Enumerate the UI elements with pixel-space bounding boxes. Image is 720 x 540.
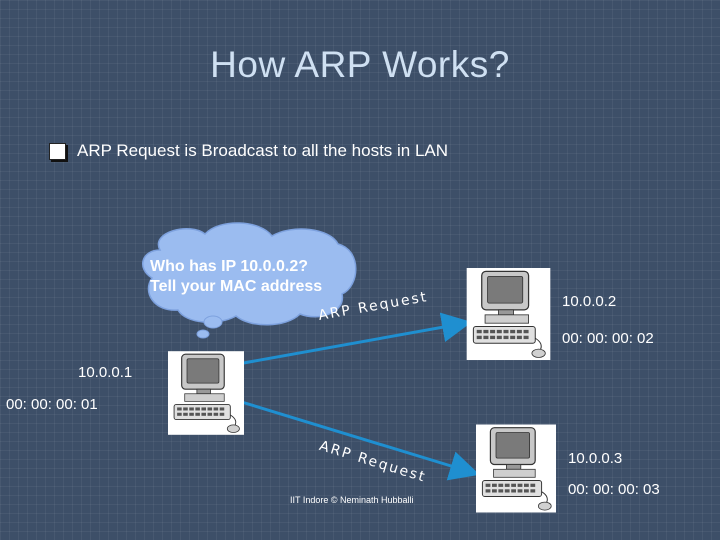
cloud-line-1: Who has IP 10.0.0.2? (150, 258, 308, 275)
arp-request-arrow-2 (234, 398, 480, 481)
cloud-line-2: Tell your MAC address (150, 278, 323, 295)
host-1-mac: 00: 00: 00: 01 (6, 396, 98, 413)
computer-host-3-icon (476, 424, 556, 513)
bullet-item: ARP Request is Broadcast to all the host… (49, 141, 448, 161)
host-2-ip: 10.0.0.2 (562, 293, 617, 310)
thought-cloud (142, 222, 357, 339)
bullet-text: ARP Request is Broadcast to all the host… (77, 141, 449, 160)
arp-request-arrow-1 (237, 312, 472, 366)
cloud-text: Who has IP 10.0.0.2? Tell your MAC addre… (150, 257, 322, 297)
host-1-ip: 10.0.0.1 (78, 364, 133, 381)
host-3-ip: 10.0.0.3 (568, 450, 623, 467)
checkbox-bullet-icon (49, 142, 66, 160)
computer-host-2-icon (466, 268, 551, 360)
computer-host-1-icon (168, 350, 244, 436)
slide-title: How ARP Works? (210, 44, 510, 85)
host-2-mac: 00: 00: 00: 02 (562, 330, 654, 347)
footer-credit: IIT Indore © Neminath Hubballi (290, 495, 414, 505)
host-3-mac: 00: 00: 00: 03 (568, 481, 660, 498)
